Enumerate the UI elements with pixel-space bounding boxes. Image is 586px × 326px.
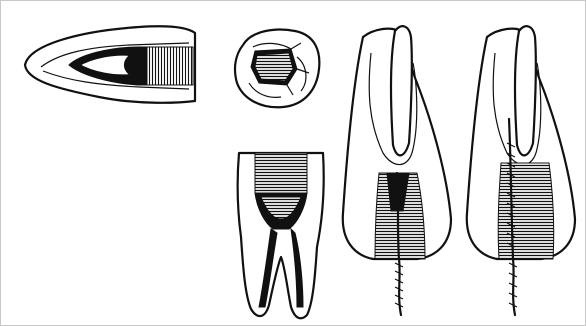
incisor-file-full-icon: [463, 23, 583, 319]
molar-cross-section-icon: [231, 147, 331, 321]
tooth-occlusal-access-icon: [231, 27, 323, 109]
tooth-longitudinal-section-icon: [19, 23, 201, 107]
incisor-file-partial-icon: [339, 23, 459, 319]
